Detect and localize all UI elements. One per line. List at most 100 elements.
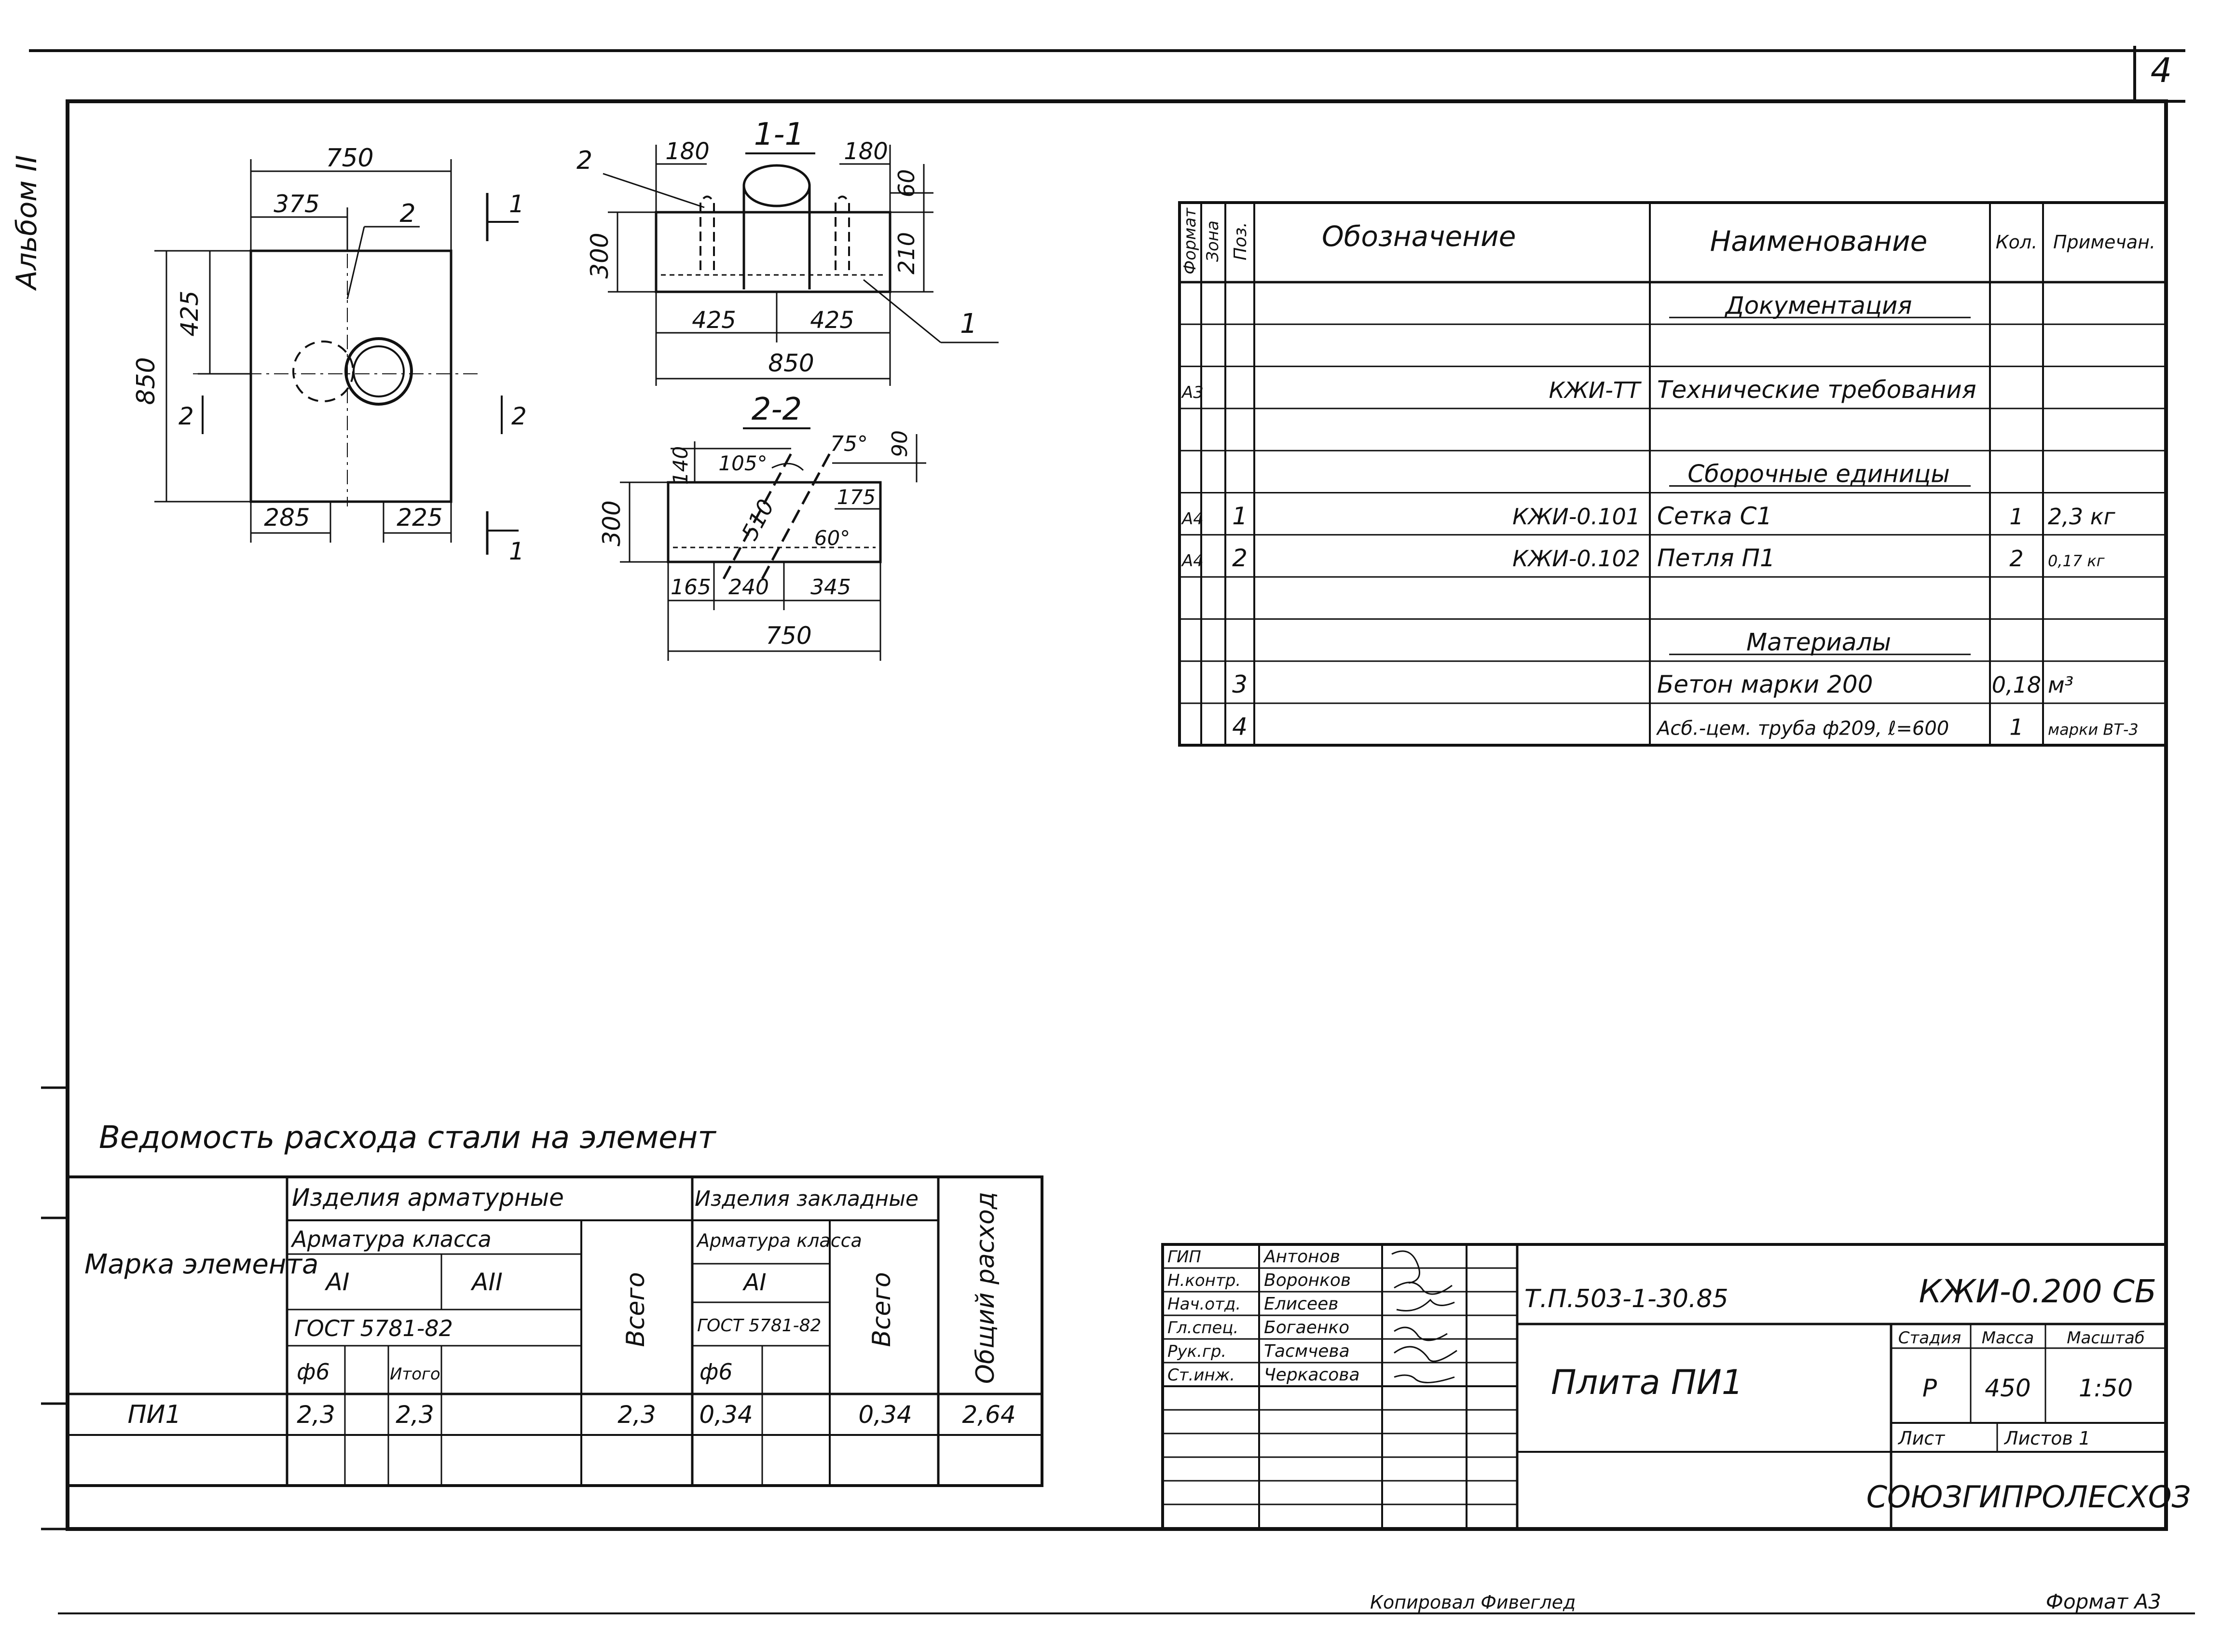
steel-h-arm: Изделия арматурные — [292, 1184, 564, 1212]
s1-dim-left-top: 180 — [665, 138, 710, 165]
spec-cell-qty: 1 — [2009, 504, 2023, 530]
stamp-mass: 450 — [1985, 1374, 2030, 1402]
steel-row-vsego: 2,3 — [617, 1401, 656, 1429]
spec-cell-format: А4 — [1181, 551, 1204, 571]
sheet-number-box: 4 — [2133, 46, 2185, 103]
plan-dim-upper: 425 — [176, 290, 204, 336]
spec-header-name: Наименование — [1710, 225, 1928, 258]
steel-h-itogo: Итого — [390, 1365, 440, 1384]
stamp-title: Плита ПИ1 — [1551, 1363, 1743, 1402]
steel-table: Марка элемента Изделия арматурные Армату… — [66, 1175, 1043, 1487]
plan-dim-left-bottom: 285 — [264, 504, 310, 532]
steel-h-vsego: Всего — [621, 1272, 650, 1347]
steel-h-arm-class: Арматура класса — [290, 1226, 492, 1252]
spec-cell-pos: 2 — [1232, 544, 1248, 572]
spec-header-pos: Поз. — [1231, 222, 1250, 260]
stamp-person-name: Воронков — [1264, 1270, 1351, 1290]
spec-header-zone: Зона — [1203, 220, 1222, 262]
spec-cell-name: Асб.-цем. труба ф209, ℓ=600 — [1656, 717, 1949, 739]
steel-row-emb-d6: 0,34 — [699, 1401, 753, 1429]
s2-dim-right-small: 90 — [888, 430, 912, 457]
section-2-2: 2-2 105° 75° 60° 510 140 300 90 175 165 — [598, 392, 926, 661]
specification-table: Формат Зона Поз. Обозначение Наименовани… — [1178, 201, 2167, 747]
steel-h-d6: ф6 — [297, 1359, 330, 1385]
s1-callout-1: 1 — [960, 308, 977, 340]
s2-dim-seg3: 345 — [810, 575, 851, 600]
stamp-person-name: Тасмчева — [1264, 1341, 1350, 1361]
stamp-person-role: ГИП — [1167, 1247, 1201, 1267]
stamp-sheet-label: Лист — [1897, 1428, 1946, 1449]
spec-header-note: Примечан. — [2053, 232, 2155, 253]
steel-h-total: Общий расход — [971, 1192, 1000, 1384]
spec-header-format: Формат — [1180, 207, 1200, 274]
steel-h-ai: АI — [325, 1268, 350, 1296]
spec-cell-note: 0,17 кг — [2048, 552, 2105, 570]
steel-h-emb-d6: ф6 — [700, 1359, 733, 1385]
steel-h-emb-ai: АI — [742, 1269, 767, 1296]
plan-view: 750 375 850 425 2 285 225 — [132, 144, 527, 565]
stamp-person-role: Н.контр. — [1167, 1271, 1241, 1290]
stamp-person-role: Нач.отд. — [1167, 1295, 1241, 1314]
stamp-person-name: Богаенко — [1264, 1318, 1349, 1338]
steel-row-mark: ПИ1 — [127, 1400, 181, 1429]
spec-cell-name: Бетон марки 200 — [1657, 670, 1873, 698]
s2-dim-left-small: 140 — [669, 446, 692, 485]
spec-cell-name: Материалы — [1746, 628, 1891, 656]
steel-h-emb-vsego: Всего — [867, 1272, 896, 1347]
s1-dim-height: 300 — [586, 232, 614, 278]
spec-cell-name: Документация — [1725, 291, 1912, 319]
stamp-person-name: Елисеев — [1264, 1294, 1338, 1314]
drawing-frame — [66, 99, 2168, 1531]
footer-format: Формат А3 — [2046, 1590, 2161, 1613]
steel-h-emb-class: Арматура класса — [696, 1230, 862, 1251]
s1-dim-left-half: 425 — [692, 307, 736, 334]
stamp-org: СОЮЗГИПРОЛЕСХОЗ — [1866, 1479, 2191, 1515]
spec-header-designation: Обозначение — [1322, 220, 1516, 253]
spec-cell-name: Сборочные единицы — [1687, 460, 1950, 488]
s2-dim-height: 300 — [598, 500, 626, 546]
spec-cell-name: Петля П1 — [1657, 544, 1775, 572]
steel-row-emb-vsego: 0,34 — [858, 1401, 912, 1429]
steel-h-mark: Марка элемента — [84, 1249, 318, 1280]
plan-dim-width: 750 — [326, 144, 373, 173]
plan-dim-half: 375 — [274, 190, 319, 218]
stamp-project: Т.П.503-1-30.85 — [1524, 1284, 1728, 1313]
stamp-scale: 1:50 — [2079, 1374, 2133, 1402]
section-1-1: 1-1 180 180 2 1 60 210 300 — [576, 117, 999, 386]
stamp-person-role: Ст.инж. — [1167, 1365, 1235, 1385]
s1-dim-inner-height: 210 — [893, 232, 919, 274]
steel-row-total: 2,64 — [962, 1401, 1015, 1429]
plan-dim-right-bottom: 225 — [397, 504, 442, 532]
steel-title: Ведомость расхода стали на элемент — [99, 1120, 716, 1156]
s2-dim-seg1: 165 — [671, 575, 711, 600]
s1-callout-2: 2 — [576, 146, 592, 175]
spec-cell-qty: 1 — [2009, 714, 2023, 740]
spec-cell-designation: КЖИ-0.102 — [1512, 546, 1640, 572]
spec-cell-pos: 1 — [1232, 502, 1248, 530]
spec-cell-name: Сетка С1 — [1657, 502, 1772, 530]
side-label: Альбом II — [10, 155, 43, 291]
s2-angle-105: 105° — [718, 451, 767, 475]
spec-cell-name: Технические требования — [1657, 376, 1976, 404]
s1-dim-total: 850 — [768, 349, 814, 377]
spec-cell-note: 2,3 кг — [2048, 504, 2116, 530]
s1-dim-right-half: 425 — [810, 307, 854, 334]
s2-angle-75: 75° — [830, 432, 868, 456]
steel-h-gost: ГОСТ 5781-82 — [294, 1315, 453, 1341]
steel-h-aii: АII — [470, 1268, 503, 1296]
stamp-person-name: Черкасова — [1264, 1365, 1360, 1385]
s1-dim-top-small: 60 — [893, 169, 919, 198]
spec-cell-qty: 0,18 — [1992, 672, 2041, 698]
sheet-number: 4 — [2151, 51, 2172, 90]
steel-row-itogo: 2,3 — [396, 1401, 434, 1429]
footer-copied: Копировал Фивеглед — [1370, 1592, 1576, 1613]
spec-cell-pos: 3 — [1232, 670, 1248, 698]
plan-callout-2: 2 — [399, 199, 415, 228]
spec-cell-pos: 4 — [1232, 712, 1248, 740]
spec-cell-format: А3 — [1181, 383, 1204, 402]
steel-row-d6: 2,3 — [297, 1401, 335, 1429]
spec-cell-note: м³ — [2048, 672, 2073, 698]
spec-cell-designation: КЖИ-0.101 — [1512, 504, 1640, 530]
plan-section-mark-1a: 1 — [509, 190, 524, 218]
